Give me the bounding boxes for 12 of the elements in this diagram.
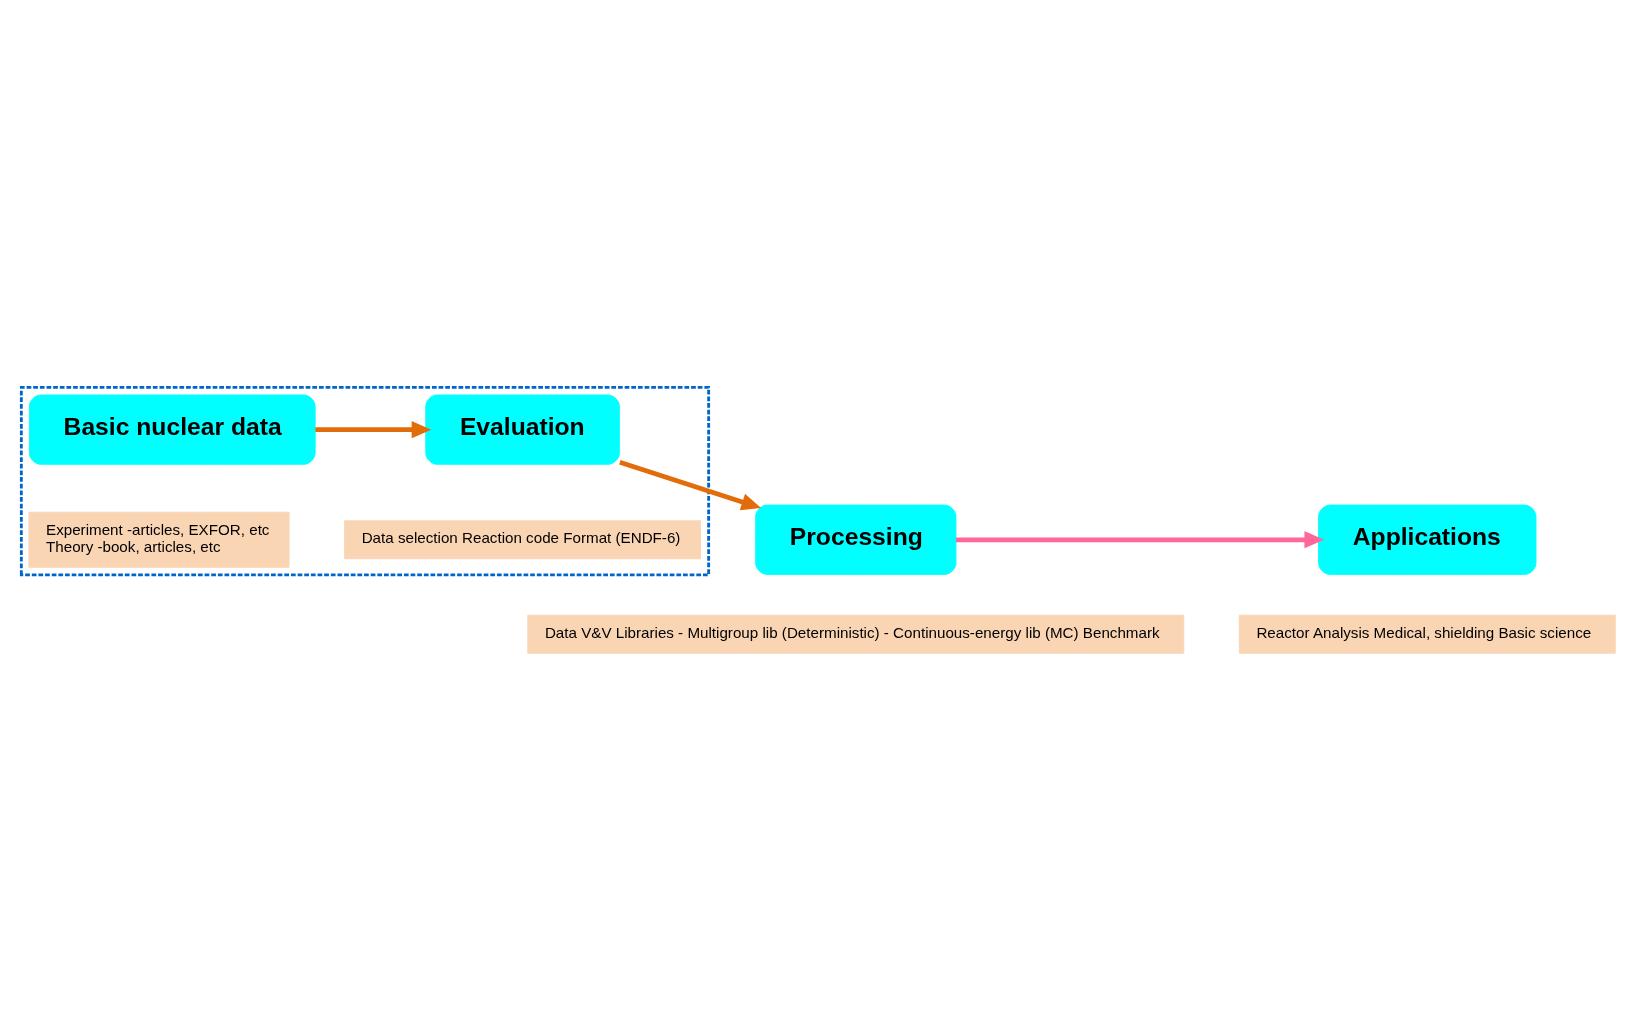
arrow [619, 459, 762, 511]
node-box: Processing [755, 504, 957, 575]
arrow [956, 531, 1325, 549]
node-box: Applications [1318, 504, 1537, 575]
node-box: Evaluation [425, 394, 620, 465]
node-box: Basic nuclear data [28, 394, 316, 465]
cluster [19, 385, 711, 577]
node-box: Reactor Analysis Medical, shielding Basic science [1238, 614, 1616, 654]
node-box: Data V&V Libraries - Multigroup lib (Deterministic) - Continuous-energy lib (MC) Benchmark [527, 614, 1185, 654]
node-box: Data selection Reaction code Format (ENDF-6) [344, 520, 702, 560]
node-box: Experiment -articles, EXFOR, etc Theory -book, articles, etc [28, 511, 290, 568]
arrow [315, 421, 432, 439]
